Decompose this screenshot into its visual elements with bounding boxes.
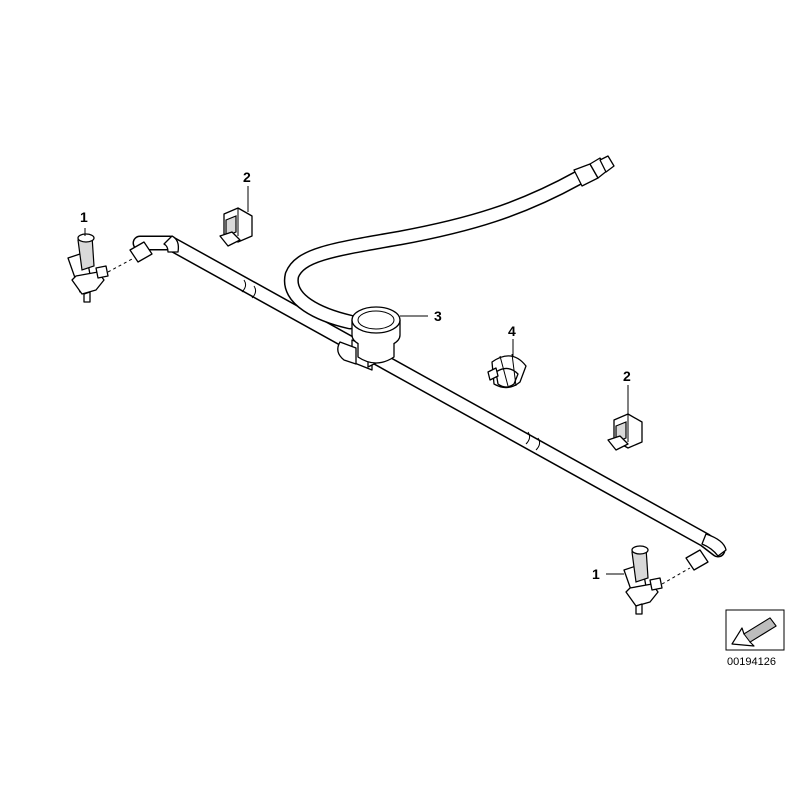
hose-clip-upper: [219, 207, 253, 247]
callout-4: 4: [508, 323, 516, 339]
callout-2-lower: 2: [623, 368, 631, 384]
hose-connector-right: [685, 549, 709, 571]
callout-2-upper: 2: [243, 169, 251, 185]
feed-hose: [283, 155, 615, 330]
spray-nozzle-left: [67, 233, 109, 303]
diagram-reference-number: 00194126: [727, 656, 776, 668]
hose-clip-lower: [607, 413, 643, 451]
hose-clamp-part: [487, 353, 527, 389]
callout-1-left: 1: [80, 209, 88, 225]
hose-connector-left: [129, 241, 153, 263]
check-valve-part: [351, 306, 401, 364]
assembly-line-left: [107, 257, 135, 273]
assembly-line-right: [661, 567, 691, 585]
main-hose: [132, 235, 727, 558]
callout-3: 3: [434, 308, 442, 324]
reference-box: [725, 609, 785, 651]
callout-1-right: 1: [592, 566, 600, 582]
spray-nozzle-right: [623, 545, 663, 615]
